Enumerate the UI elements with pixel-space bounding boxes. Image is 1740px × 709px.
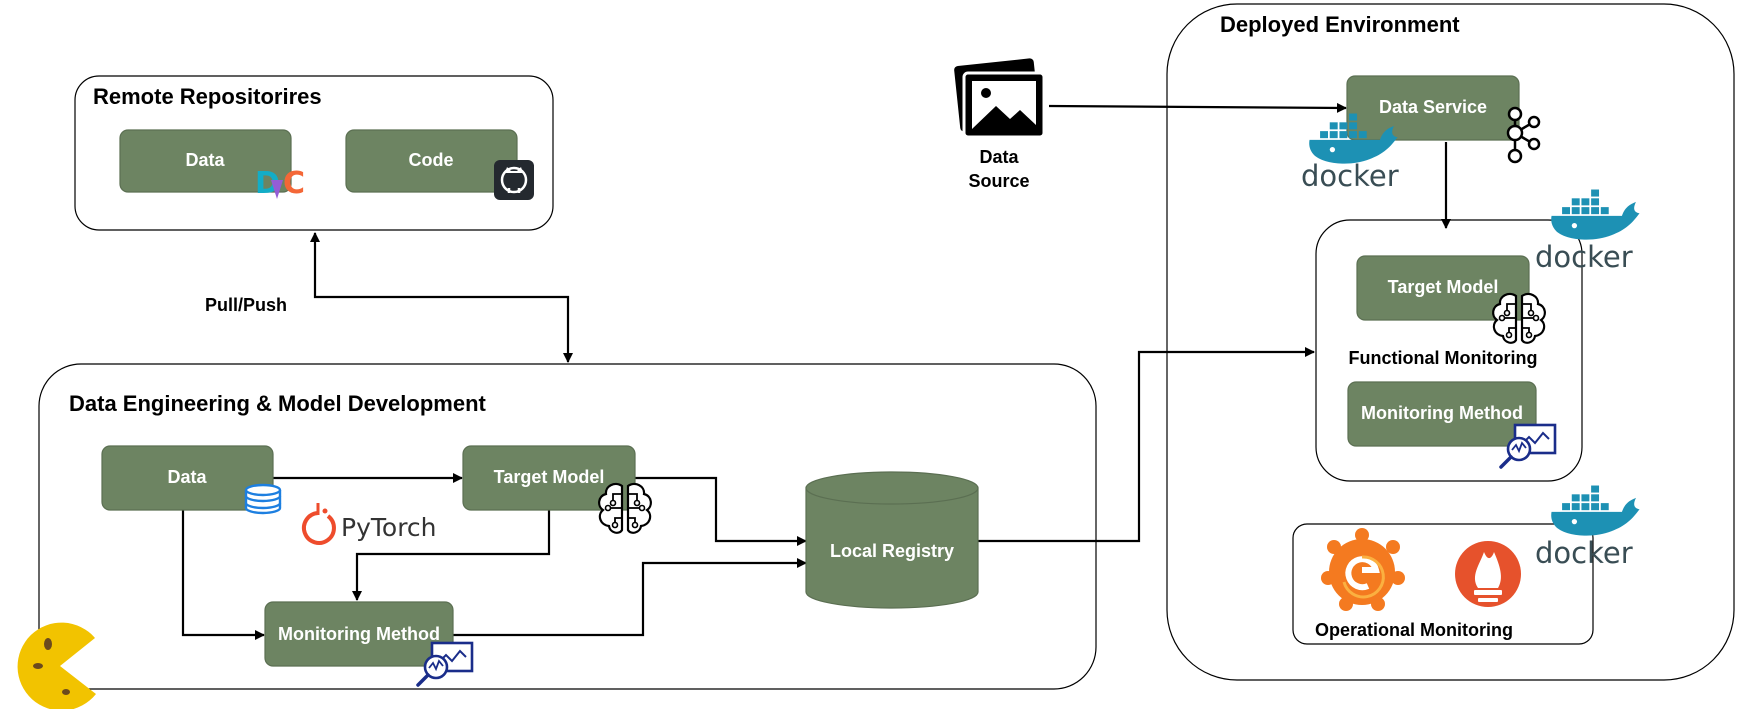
database-icon xyxy=(244,483,282,515)
docker-label-functional: docker xyxy=(1535,240,1633,274)
prometheus-icon xyxy=(1455,541,1521,607)
pull-push-arrow xyxy=(310,232,573,363)
dev-monitoring-method-label: Monitoring Method xyxy=(278,624,440,644)
remote-data-label: Data xyxy=(185,150,225,170)
kafka-icon xyxy=(1506,106,1541,164)
remote-code-label: Code xyxy=(409,150,454,170)
docker-label-operational: docker xyxy=(1535,536,1633,570)
pytorch-label: PyTorch xyxy=(341,513,437,542)
operational-monitoring-label: Operational Monitoring xyxy=(1315,620,1513,640)
deployed-environment-title: Deployed Environment xyxy=(1220,12,1460,37)
target-model-to-monitoring-method-arrow xyxy=(352,510,551,601)
docker-label-data-service: docker xyxy=(1301,159,1399,193)
remote-repositories-title: Remote Repositorires xyxy=(93,84,322,109)
data-source-label-line1: Data xyxy=(979,147,1019,167)
data-source-to-data-service-arrow xyxy=(1048,102,1347,113)
remote-data-box xyxy=(119,129,292,193)
data-to-monitoring-method-arrow xyxy=(181,510,265,640)
dev-container-title: Data Engineering & Model Development xyxy=(69,391,487,416)
grafana-icon xyxy=(1321,528,1405,611)
registry-to-deployed-arrow xyxy=(977,347,1315,543)
target-model-to-registry-arrow xyxy=(635,476,807,546)
dev-data-label: Data xyxy=(167,467,207,487)
github-icon xyxy=(494,160,534,200)
data-service-label: Data Service xyxy=(1379,97,1487,117)
pytorch-logo: PyTorch xyxy=(301,503,437,545)
functional-monitoring-label: Functional Monitoring xyxy=(1349,348,1538,368)
image-icon xyxy=(954,58,1046,139)
deployed-target-model-box xyxy=(1356,255,1530,321)
local-registry-cylinder xyxy=(805,471,979,609)
data-source-label-line2: Source xyxy=(968,171,1029,191)
svg-text:C: C xyxy=(283,166,305,201)
deployed-target-model-label: Target Model xyxy=(1388,277,1499,297)
dev-monitoring-method-box xyxy=(264,601,454,667)
deployed-monitoring-method-box xyxy=(1347,381,1537,447)
dev-target-model-box xyxy=(462,445,636,511)
deployed-monitoring-method-label: Monitoring Method xyxy=(1361,403,1523,423)
dev-data-box xyxy=(101,445,274,511)
dvc-logo: D C xyxy=(255,166,305,201)
pacman-logo xyxy=(17,622,96,709)
pull-push-label: Pull/Push xyxy=(205,295,287,315)
monitoring-method-to-registry-arrow xyxy=(453,558,807,637)
local-registry-label: Local Registry xyxy=(830,541,954,561)
dev-target-model-label: Target Model xyxy=(494,467,605,487)
